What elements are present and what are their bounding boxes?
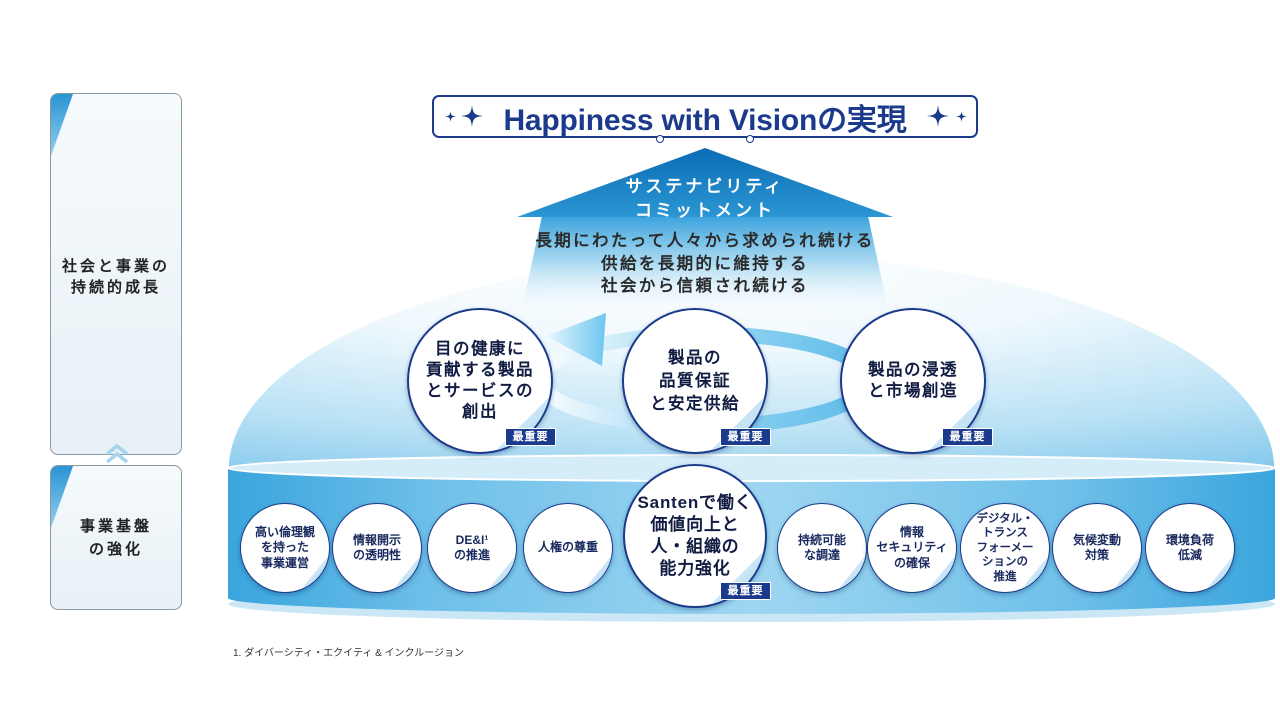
- cycle-arrowhead: [546, 313, 606, 366]
- growth-box: 社会と事業の 持続的成長: [50, 93, 182, 455]
- connector-dot: [656, 135, 664, 143]
- circle-corner-accent: [582, 555, 612, 592]
- top-priority-badge: 最重要: [720, 428, 771, 446]
- vision-title: Happiness with Visionの実現: [503, 103, 907, 137]
- commitment-arrow-label: サステナビリティ コミットメント: [625, 177, 785, 220]
- foundation-item-label: 情報 セキュリティ の確保: [876, 524, 948, 570]
- sparkle-icon: [955, 110, 967, 122]
- priority-label: 製品の 品質保証 と安定供給: [650, 348, 740, 413]
- vision-title-box: Happiness with Visionの実現: [432, 95, 978, 138]
- double-chevron-up-icon: [105, 443, 129, 464]
- foundation-circle: 気候変動 対策: [1052, 503, 1142, 593]
- commitment-statements: 長期にわたって人々から求められ続ける 供給を長期的に維持する 社会から信頼され続…: [470, 230, 940, 298]
- priority-label: 製品の浸透 と市場創造: [868, 361, 958, 400]
- corner-accent: [51, 94, 73, 156]
- foundation-label: 事業基盤 の強化: [79, 517, 152, 558]
- foundation-item-label: Santenで働く 価値向上と 人・組織の 能力強化: [637, 493, 753, 578]
- foundation-item-label: 環境負荷 低減: [1165, 532, 1214, 563]
- foundation-circle: 高い倫理観 を持った 事業運営: [240, 503, 330, 593]
- statement-line: 長期にわたって人々から求められ続ける: [535, 232, 875, 250]
- footnote: 1. ダイバーシティ・エクイティ & インクルージョン: [233, 648, 465, 659]
- foundation-item-label: 情報開示 の透明性: [352, 532, 401, 563]
- foundation-item-label: 持続可能 な調達: [797, 532, 846, 563]
- growth-label: 社会と事業の 持続的成長: [61, 257, 170, 296]
- foundation-circle: 持続可能 な調達: [777, 503, 867, 593]
- corner-accent: [51, 466, 73, 528]
- priority-label: 目の健康に 貢献する製品 とサービスの 創出: [426, 340, 534, 421]
- sparkle-icon: [461, 105, 483, 127]
- priority-circle: 製品の 品質保証 と安定供給: [622, 308, 768, 454]
- foundation-item-label: DE&I¹ の推進: [453, 532, 490, 563]
- arrow-head: [517, 148, 893, 217]
- foundation-circle: 情報開示 の透明性: [332, 503, 422, 593]
- top-priority-badge: 最重要: [505, 428, 556, 446]
- top-priority-badge: 最重要: [942, 428, 993, 446]
- sparkle-icon: [927, 105, 949, 127]
- foundation-circle: 情報 セキュリティ の確保: [867, 503, 957, 593]
- foundation-item-label: 人権の尊重: [537, 540, 598, 555]
- statement-line: 供給を長期的に維持する: [601, 254, 809, 273]
- foundation-circle: 環境負荷 低減: [1145, 503, 1235, 593]
- connector-dot: [746, 135, 754, 143]
- foundation-item-label: 高い倫理観 を持った 事業運営: [254, 524, 315, 570]
- circle-corner-accent: [486, 555, 516, 592]
- top-priority-badge: 最重要: [720, 582, 771, 600]
- foundation-item-label: 気候変動 対策: [1072, 532, 1121, 563]
- foundation-circle: DE&I¹ の推進: [427, 503, 517, 593]
- foundation-circle: 人権の尊重: [523, 503, 613, 593]
- statement-line: 社会から信頼され続ける: [601, 277, 809, 295]
- arrow-shaft: [520, 216, 890, 318]
- foundation-circle: デジタル・ トランス フォーメー ションの 推進: [960, 503, 1050, 593]
- sparkle-icon: [444, 110, 456, 122]
- foundation-item-label: デジタル・ トランス フォーメー ションの 推進: [976, 512, 1034, 583]
- foundation-box: 事業基盤 の強化: [50, 465, 182, 610]
- cylinder-top: [227, 454, 1276, 482]
